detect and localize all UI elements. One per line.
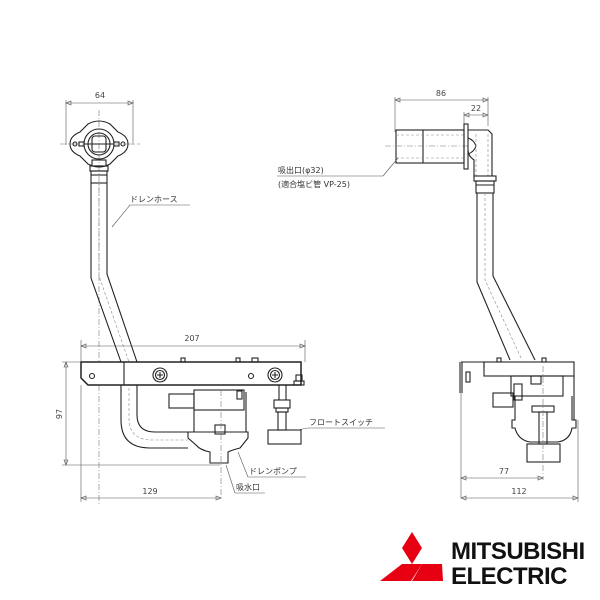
svg-text:フロートスイッチ: フロートスイッチ <box>309 418 373 427</box>
right-view: 86 22 吸出口(φ32) <box>277 89 579 502</box>
drain-pump-body <box>168 389 249 500</box>
drain-hose <box>90 183 188 449</box>
svg-text:207: 207 <box>184 334 199 343</box>
dim-total-width: 112 <box>460 420 579 502</box>
svg-text:97: 97 <box>55 409 64 419</box>
svg-text:(適合塩ビ管 VP-25): (適合塩ビ管 VP-25) <box>278 179 350 189</box>
svg-text:112: 112 <box>511 487 526 496</box>
dim-center-offset: 77 <box>460 393 544 498</box>
svg-text:129: 129 <box>142 487 157 496</box>
svg-text:ドレンホース: ドレンホース <box>130 195 178 204</box>
dim-flange-width: 64 <box>65 91 134 145</box>
mitsubishi-electric-logo: MITSUBISHI ELECTRIC <box>380 532 585 590</box>
right-drain-hose <box>476 193 536 361</box>
svg-text:吸出口(φ32): 吸出口(φ32) <box>278 165 324 175</box>
dim-height: 97 <box>55 361 220 466</box>
label-outlet: 吸出口(φ32) (適合塩ビ管 VP-25) <box>277 157 399 189</box>
hose-flange <box>60 110 140 505</box>
svg-text:吸水口: 吸水口 <box>236 482 260 492</box>
dim-plate-width: 207 <box>80 334 306 365</box>
brand-line1: MITSUBISHI <box>451 538 585 565</box>
three-diamonds-icon <box>380 532 443 581</box>
label-drain-pump: ドレンポンプ <box>237 451 306 478</box>
float-switch <box>267 385 302 445</box>
mounting-plate <box>80 357 305 386</box>
dim-outlet-length: 86 <box>394 89 489 132</box>
left-view: 64 <box>55 91 385 505</box>
label-float-switch: フロートスイッチ <box>296 418 385 431</box>
dim-64: 64 <box>95 91 105 100</box>
svg-text:86: 86 <box>436 89 446 98</box>
dim-flange-offset: 22 <box>463 104 489 124</box>
svg-text:77: 77 <box>499 467 509 476</box>
label-drain-hose: ドレンホース <box>111 195 190 228</box>
outlet-pipe <box>385 123 497 194</box>
svg-text:ドレンポンプ: ドレンポンプ <box>249 467 297 476</box>
brand-line2: ELECTRIC <box>451 563 567 590</box>
dim-inlet-offset: 129 <box>80 385 222 502</box>
right-pump-body <box>459 357 577 480</box>
svg-text:22: 22 <box>471 104 481 113</box>
label-suction-port: 吸水口 <box>225 464 265 494</box>
